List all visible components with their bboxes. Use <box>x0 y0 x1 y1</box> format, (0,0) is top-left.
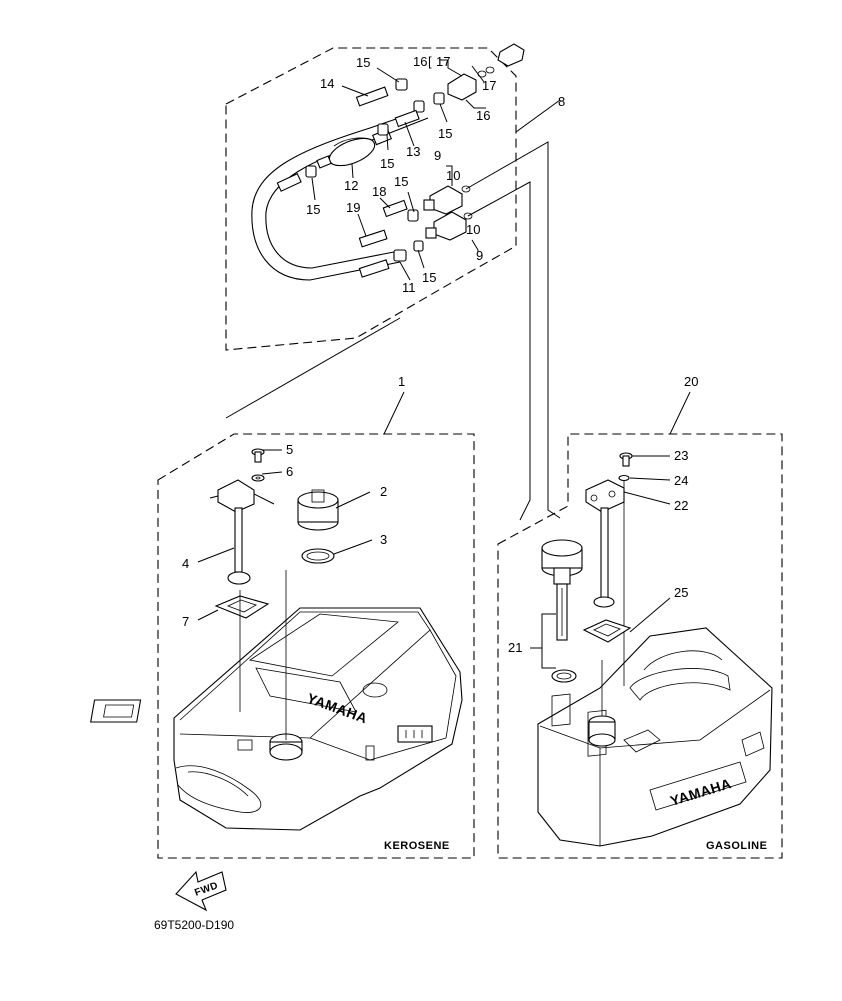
kerosene-dashed-outline <box>157 433 475 859</box>
callout-3: 3 <box>380 532 387 547</box>
hose-group-dashed-outline <box>225 47 517 351</box>
callout-11: 11 <box>402 280 416 295</box>
leader-line-1 <box>225 317 401 419</box>
callout-15: 15 <box>394 174 408 189</box>
gasoline-label: GASOLINE <box>706 840 767 852</box>
gasoline-tank-group: YAMAHA <box>497 391 783 859</box>
fwd-arrow: FWD <box>175 870 227 912</box>
leader-line-8 <box>515 99 561 133</box>
callout-2: 2 <box>380 484 387 499</box>
callout-9: 9 <box>476 248 483 263</box>
kerosene-tank-body <box>173 607 463 831</box>
callout-25: 25 <box>674 585 688 600</box>
callout-20: 20 <box>684 374 698 389</box>
callout-12: 12 <box>344 178 358 193</box>
connector-route-line <box>465 141 561 519</box>
engine-connector <box>447 43 525 101</box>
gasoline-dashed-outline <box>497 433 783 859</box>
kerosene-label: KEROSENE <box>384 840 450 852</box>
callout-22: 22 <box>674 498 688 513</box>
callout-bracket: [ <box>428 54 432 69</box>
tank-connectors <box>423 185 473 241</box>
callout-24: 24 <box>674 473 688 488</box>
hose-clamps <box>276 78 445 278</box>
kerosene-gasket <box>214 595 270 619</box>
kerosene-cap <box>297 489 371 531</box>
callout-16: 16 <box>413 54 427 69</box>
callout-numbers: 15 16 [ 17 17 16 14 8 15 13 15 9 10 12 1… <box>182 54 698 655</box>
callout-4: 4 <box>182 556 189 571</box>
callout-15: 15 <box>438 126 452 141</box>
callout-23: 23 <box>674 448 688 463</box>
callout-6: 6 <box>286 464 293 479</box>
callout-15: 15 <box>306 202 320 217</box>
callout-16: 16 <box>476 108 490 123</box>
callout-21: 21 <box>508 640 522 655</box>
callout-17: 17 <box>436 54 450 69</box>
callout-14: 14 <box>320 76 334 91</box>
callout-15: 15 <box>422 270 436 285</box>
callout-19: 19 <box>346 200 360 215</box>
callout-10: 10 <box>466 222 480 237</box>
fuel-hose-loop <box>251 109 423 281</box>
gasoline-gasket <box>582 619 632 643</box>
callout-5: 5 <box>286 442 293 457</box>
callout-7: 7 <box>182 614 189 629</box>
gasoline-tank-body <box>537 627 773 847</box>
callout-17: 17 <box>482 78 496 93</box>
gasoline-fuel-gauge <box>585 479 625 608</box>
fuel-hose-loop-inner <box>265 117 429 269</box>
diagram-code: 69T5200-D190 <box>154 918 234 932</box>
fuel-hose-assembly-group <box>225 43 525 351</box>
hose-leader-lines <box>311 59 486 281</box>
callout-8: 8 <box>558 94 565 109</box>
callout-1: 1 <box>398 374 405 389</box>
callout-18: 18 <box>372 184 386 199</box>
callout-13: 13 <box>406 144 420 159</box>
kerosene-tank-group: YAMAHA <box>90 391 475 859</box>
kerosene-screw-washer <box>251 448 265 482</box>
kerosene-seal-ring <box>301 539 373 564</box>
gasoline-cap-gauge <box>541 539 583 683</box>
callout-10: 10 <box>446 168 460 183</box>
callout-9: 9 <box>434 148 441 163</box>
callout-15: 15 <box>380 156 394 171</box>
callout-15: 15 <box>356 55 370 70</box>
kerosene-fuel-gauge <box>209 479 275 585</box>
connector-route-line-2 <box>467 181 531 521</box>
